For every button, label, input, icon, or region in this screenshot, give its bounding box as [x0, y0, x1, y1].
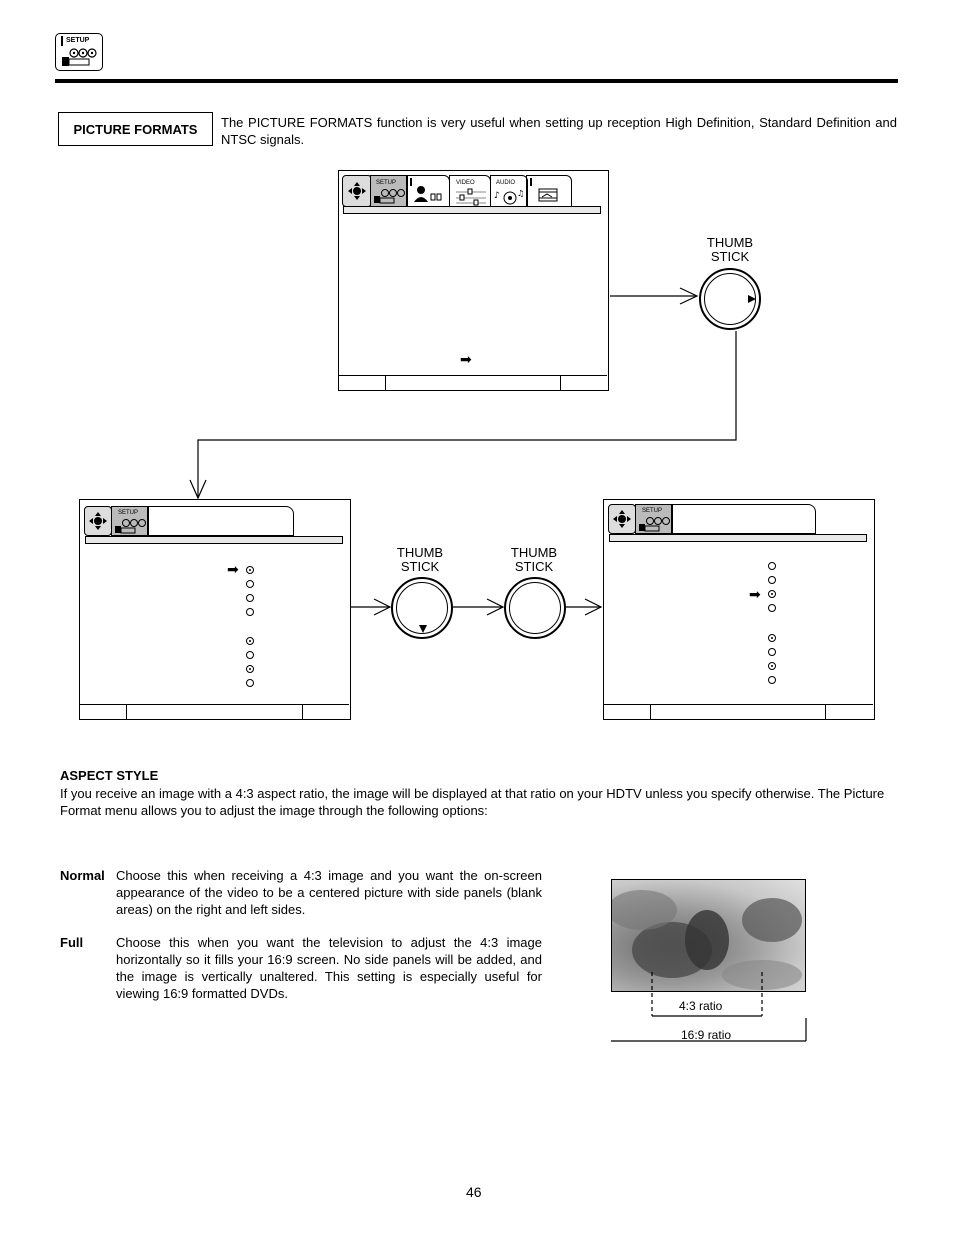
radio-option[interactable] — [246, 651, 254, 659]
thumb-stick-label-middle-right: THUMB STICK — [504, 546, 564, 574]
left-menu-screen: SETUP ➡ — [79, 499, 351, 720]
status-bar — [604, 704, 873, 719]
ratio-brackets — [611, 972, 807, 1042]
page-number: 46 — [466, 1184, 482, 1200]
thumb-stick-label-middle-left: THUMB STICK — [390, 546, 450, 574]
setup-header-icon: SETUP — [55, 33, 103, 71]
status-divider-left — [385, 376, 386, 390]
radio-option[interactable] — [768, 648, 776, 656]
setup-icon — [374, 189, 405, 204]
radio-option[interactable] — [246, 580, 254, 588]
radio-option[interactable] — [768, 634, 776, 642]
aspect-style-heading: ASPECT STYLE — [60, 768, 159, 783]
aspect-style-body: If you receive an image with a 4:3 aspec… — [60, 786, 885, 818]
tab-theater[interactable] — [526, 175, 572, 207]
tab-custom[interactable] — [406, 175, 450, 207]
radio-option[interactable] — [768, 576, 776, 584]
setup-icon — [115, 519, 146, 534]
down-arrow-icon — [419, 625, 427, 633]
photo-texture — [612, 890, 802, 990]
ratio-label-4-3: 4:3 ratio — [679, 999, 723, 1013]
radio-option[interactable] — [246, 679, 254, 687]
nav-icon — [342, 175, 372, 207]
menu-title-bar — [343, 206, 601, 214]
selection-pointer-arrow: ➡ — [749, 586, 761, 602]
submenu-title-tab — [671, 504, 816, 534]
film-icon — [530, 178, 558, 202]
top-menu-screen: SETUP VIDEO AUDIO ♪ — [338, 170, 609, 391]
tab-setup[interactable]: SETUP — [111, 506, 149, 536]
joystick-icon — [89, 512, 107, 530]
thumb-label-line2: STICK — [710, 249, 750, 264]
radio-option[interactable] — [768, 604, 776, 612]
thumb-stick-ring — [509, 582, 561, 634]
status-bar — [80, 704, 349, 719]
radio-option[interactable] — [246, 566, 254, 574]
tab-setup[interactable]: SETUP — [635, 504, 673, 534]
radio-option[interactable] — [246, 637, 254, 645]
flow-connectors — [189, 287, 737, 616]
selection-pointer-arrow: ➡ — [227, 561, 239, 577]
menu-title-bar — [85, 536, 343, 544]
submenu-title-tab — [147, 506, 294, 536]
section-title-box: PICTURE FORMATS — [58, 112, 213, 146]
svg-text:♫: ♫ — [517, 189, 524, 198]
radio-option[interactable] — [246, 665, 254, 673]
menu-title-bar — [609, 534, 867, 542]
option-name: Full — [60, 935, 84, 950]
right-arrow-icon — [748, 295, 756, 303]
radio-option[interactable] — [246, 608, 254, 616]
status-divider-right — [560, 376, 561, 390]
tab-setup-label: SETUP — [642, 508, 663, 514]
tab-setup-label: SETUP — [376, 180, 397, 186]
thumb-stick-press[interactable] — [504, 577, 566, 639]
joystick-icon — [613, 510, 631, 528]
thumb-stick-down[interactable] — [391, 577, 453, 639]
status-divider-left — [650, 705, 651, 719]
tab-video[interactable]: VIDEO — [449, 175, 491, 207]
radio-option[interactable] — [768, 676, 776, 684]
option-description: Choose this when you want the television… — [116, 935, 542, 1001]
icon-tick — [61, 36, 63, 46]
option-description: Choose this when receiving a 4:3 image a… — [116, 868, 542, 917]
sample-image-photo — [611, 879, 806, 992]
svg-text:♪: ♪ — [494, 191, 500, 201]
status-bar — [339, 375, 607, 390]
status-divider-left — [126, 705, 127, 719]
thumb-label-line1: THUMB — [396, 545, 444, 560]
thumb-label-line1: THUMB — [510, 545, 558, 560]
film-reel-icon — [62, 48, 97, 66]
nav-icon — [608, 504, 636, 534]
person-icon — [410, 178, 442, 202]
tab-setup[interactable]: SETUP — [370, 175, 408, 207]
setup-icon — [639, 517, 670, 532]
intro-paragraph: The PICTURE FORMATS function is very use… — [221, 115, 897, 147]
video-sliders-icon — [456, 188, 486, 206]
tab-audio-label: AUDIO — [496, 180, 516, 186]
radio-option[interactable] — [768, 590, 776, 598]
status-divider-right — [302, 705, 303, 719]
thumb-stick-label-top: THUMB STICK — [700, 236, 760, 264]
radio-option[interactable] — [768, 562, 776, 570]
nav-icon — [84, 506, 112, 536]
ratio-label-16-9: 16:9 ratio — [681, 1028, 732, 1042]
joystick-icon — [348, 182, 366, 200]
radio-option[interactable] — [768, 662, 776, 670]
selection-pointer-arrow: ➡ — [460, 351, 472, 367]
thumb-stick-top[interactable] — [699, 268, 761, 330]
tab-video-label: VIDEO — [456, 180, 475, 186]
thumb-label-line1: THUMB — [706, 235, 754, 250]
tab-setup-label: SETUP — [118, 510, 139, 516]
radio-option[interactable] — [246, 594, 254, 602]
thumb-label-line2: STICK — [400, 559, 440, 574]
thumb-label-line2: STICK — [514, 559, 554, 574]
tab-audio[interactable]: AUDIO ♪ ♫ — [490, 175, 528, 207]
option-name: Normal — [60, 868, 105, 883]
thumb-stick-ring — [396, 582, 448, 634]
setup-icon-label: SETUP — [66, 37, 90, 44]
status-divider-right — [825, 705, 826, 719]
header-rule — [55, 79, 898, 83]
speaker-icon: ♪ ♫ — [494, 189, 524, 205]
right-menu-screen: SETUP ➡ — [603, 499, 875, 720]
